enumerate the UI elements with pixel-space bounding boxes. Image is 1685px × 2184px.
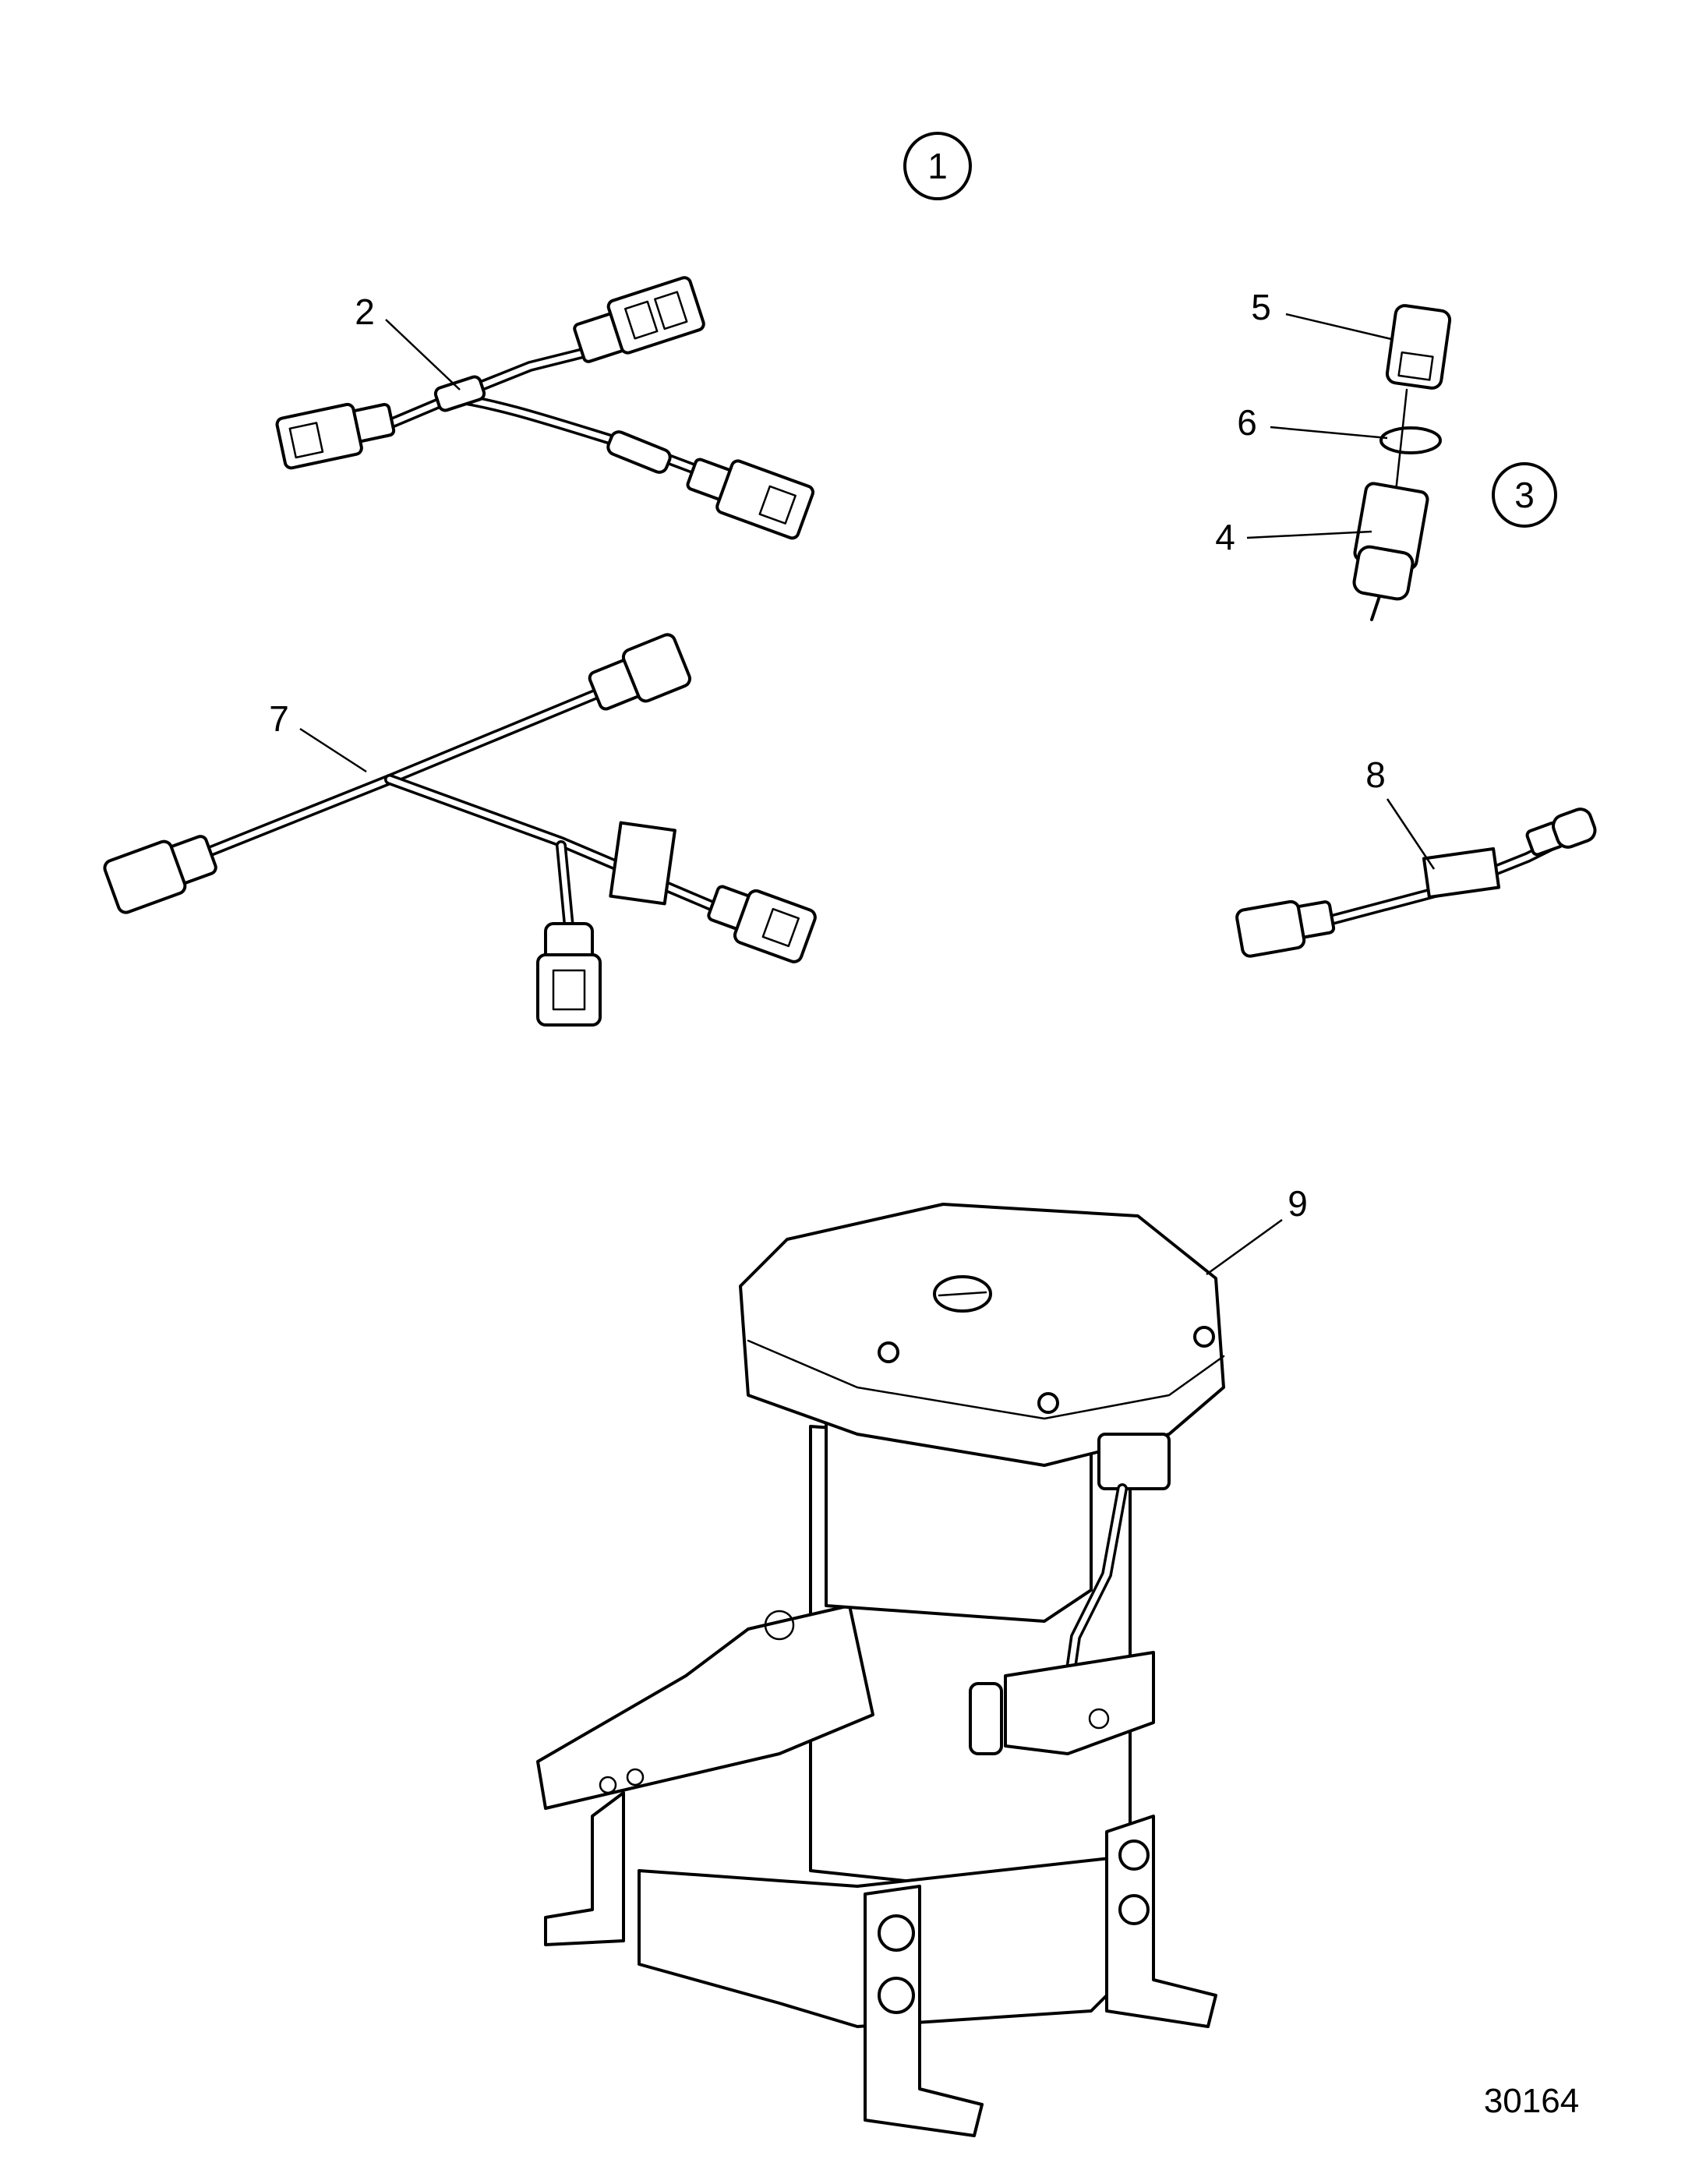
- callout-6: 6: [1237, 402, 1388, 443]
- part-7-t-harness: [103, 633, 817, 1027]
- callout-1: 1: [903, 132, 972, 200]
- part-9-actuator-assembly: [536, 1203, 1225, 2137]
- part-5-connector: [1385, 304, 1452, 390]
- callout-2-label: 2: [355, 292, 375, 332]
- callout-6-label: 6: [1237, 402, 1257, 443]
- callout-3-label: 3: [1514, 475, 1535, 515]
- callout-9-label: 9: [1288, 1183, 1308, 1224]
- part-8-adapter-harness: [1235, 808, 1597, 958]
- callout-4: 4: [1215, 517, 1372, 557]
- part-6-retaining-clip: [1379, 388, 1442, 500]
- callout-8: 8: [1365, 755, 1436, 870]
- callout-3: 3: [1492, 462, 1557, 528]
- callout-8-label: 8: [1365, 755, 1386, 795]
- callout-2: 2: [355, 292, 461, 391]
- figure-id: 30164: [1484, 2082, 1579, 2120]
- callout-4-label: 4: [1215, 517, 1235, 557]
- callout-1-label: 1: [927, 146, 948, 186]
- callout-9: 9: [1206, 1183, 1308, 1276]
- part-2-y-harness: [275, 276, 815, 540]
- callout-5-label: 5: [1251, 287, 1271, 327]
- callout-7-label: 7: [269, 698, 289, 739]
- part-4-sensor: [1352, 482, 1429, 621]
- callout-7: 7: [269, 698, 367, 773]
- callout-5: 5: [1251, 287, 1392, 341]
